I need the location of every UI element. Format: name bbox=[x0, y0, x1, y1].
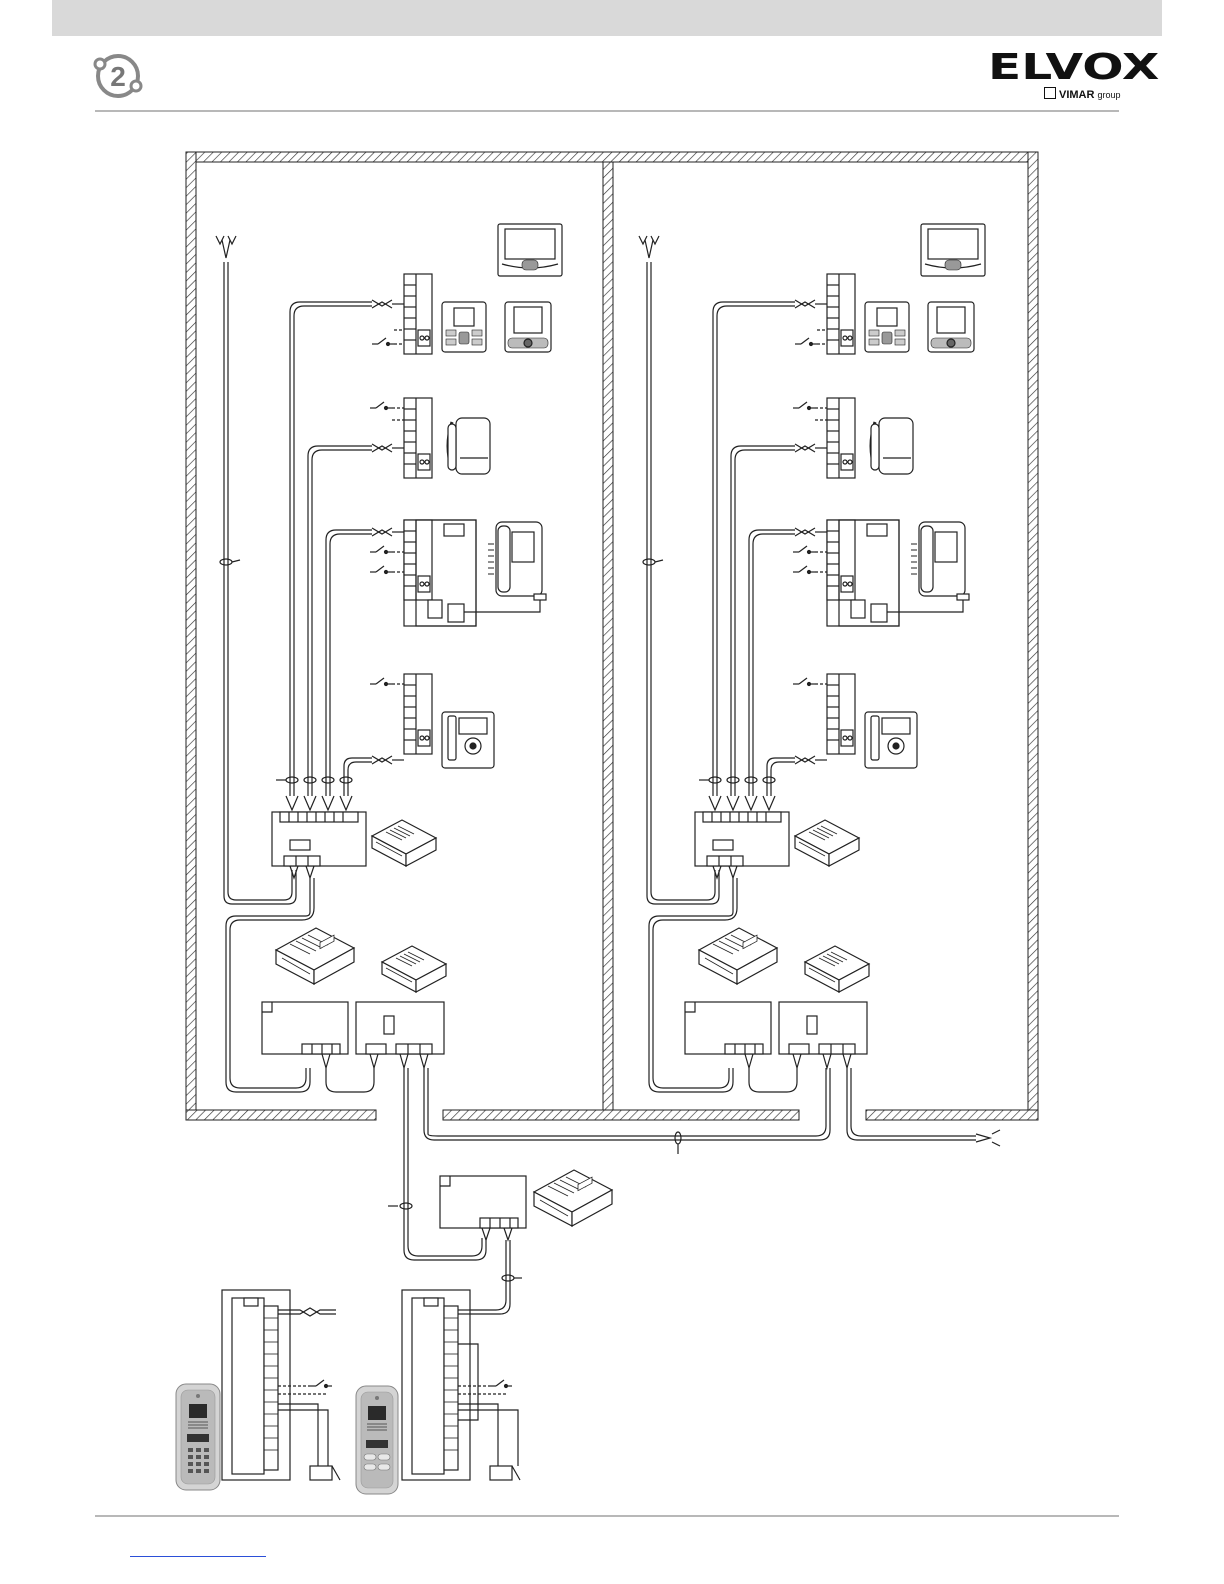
footer-rule bbox=[95, 1515, 1119, 1517]
entrance-panel-right bbox=[356, 1386, 398, 1494]
footer-link-underline[interactable] bbox=[130, 1556, 266, 1557]
entrance-panel-left bbox=[176, 1384, 220, 1490]
apartment-right bbox=[639, 224, 985, 1092]
apartment-left bbox=[216, 224, 562, 1092]
backbone-wiring bbox=[222, 1068, 1000, 1480]
